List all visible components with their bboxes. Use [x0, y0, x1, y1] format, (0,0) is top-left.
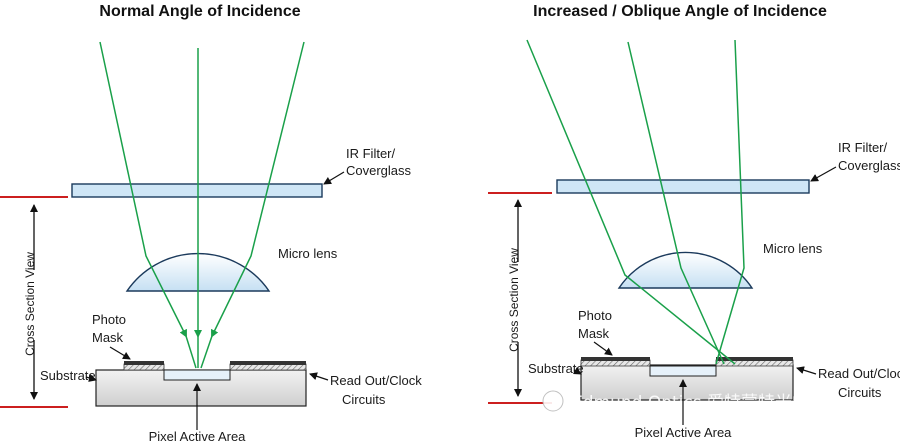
- right-watermark: Edmund Optics 爱特蒙特光学: [542, 390, 809, 413]
- right-pixel-area-label: Pixel Active Area: [635, 425, 733, 440]
- right-ir-filter-label-2: Coverglass: [838, 158, 900, 173]
- right-watermark-text: Edmund Optics 爱特蒙特光学: [572, 393, 809, 413]
- right-ray-2: [627, 41, 725, 365]
- left-photo-mask-label-2: Mask: [92, 330, 124, 345]
- left-photo-mask-b: [230, 361, 306, 365]
- right-substrate-label: Substrate: [528, 361, 584, 376]
- left-photo-mask-label-1: Photo: [92, 312, 126, 327]
- right-ir-filter-leader: [810, 166, 837, 182]
- left-cross-section-label: Cross Section View: [23, 252, 37, 356]
- wechat-icon: [542, 390, 564, 412]
- left-ir-filter-label-1: IR Filter/: [346, 146, 396, 161]
- right-readout-leader: [796, 366, 817, 375]
- left-ir-filter-label-2: Coverglass: [346, 163, 412, 178]
- left-substrate-label: Substrate: [40, 368, 96, 383]
- left-substrate-leader: [85, 374, 97, 382]
- left-pixel-active-area: [163, 369, 231, 381]
- left-ray-3: [211, 41, 305, 338]
- left-panel: Normal Angle of Incidence Cross Section …: [0, 3, 422, 444]
- left-micro-lens-label: Micro lens: [278, 246, 338, 261]
- left-readout-label-1: Read Out/Clock: [330, 373, 422, 388]
- left-ray-1-tail: [185, 335, 197, 369]
- right-photo-mask-a: [581, 357, 650, 361]
- right-photo-mask-leader: [593, 341, 613, 356]
- left-readout-leader: [309, 372, 329, 381]
- left-pixel-area-label: Pixel Active Area: [149, 429, 247, 444]
- right-readout-label-2: Circuits: [838, 385, 882, 400]
- right-photo-mask-b: [716, 357, 793, 361]
- left-ray-3-tail: [200, 335, 213, 369]
- right-micro-lens: [617, 251, 754, 289]
- left-ray-1: [99, 41, 187, 338]
- right-readout-label-1: Read Out/Clock: [818, 366, 900, 381]
- right-ray-3: [715, 39, 745, 365]
- right-micro-lens-label: Micro lens: [763, 241, 823, 256]
- right-photo-mask-label-1: Photo: [578, 308, 612, 323]
- watermark-logo-icon: [4, 420, 20, 436]
- right-panel: Increased / Oblique Angle of Incidence C…: [488, 3, 900, 440]
- left-title: Normal Angle of Incidence: [99, 3, 300, 20]
- left-photo-mask-a: [124, 361, 164, 365]
- left-photo-mask-leader: [109, 346, 131, 360]
- left-watermark: 大歐跨境: [4, 420, 96, 437]
- left-ir-filter-leader: [323, 171, 345, 185]
- right-ray-1: [526, 39, 736, 365]
- right-title: Increased / Oblique Angle of Incidence: [533, 3, 827, 20]
- right-ir-filter: [556, 179, 810, 194]
- right-cross-section-label: Cross Section View: [507, 248, 521, 352]
- right-pixel-active-area: [649, 365, 717, 377]
- right-photo-mask-label-2: Mask: [578, 326, 610, 341]
- left-readout-label-2: Circuits: [342, 392, 386, 407]
- right-substrate-leader: [572, 367, 582, 375]
- left-watermark-text: 大歐跨境: [40, 421, 96, 437]
- right-ir-filter-label-1: IR Filter/: [838, 140, 888, 155]
- left-ir-filter: [71, 183, 323, 198]
